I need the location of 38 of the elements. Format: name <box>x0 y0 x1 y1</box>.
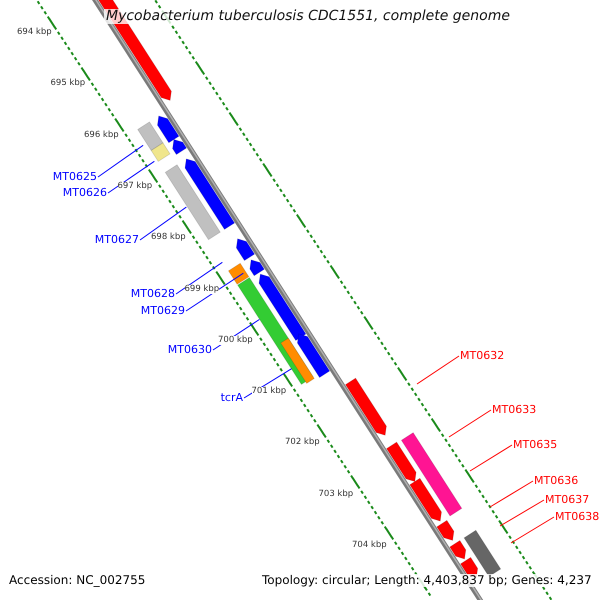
scale-label: 701 kbp <box>252 387 286 396</box>
leader-line <box>510 516 554 544</box>
title: Mycobacterium tuberculosis CDC1551, complete genome <box>104 9 512 24</box>
gene-label: MT0635 <box>513 438 558 452</box>
scale-label: 695 kbp <box>50 79 86 89</box>
gene-label: MT0625 <box>52 170 97 184</box>
leader-line <box>490 480 534 508</box>
leader-line <box>140 206 187 240</box>
footer-text: Accession: NC_002755 <box>9 574 146 588</box>
footer-text: Topology: circular; Length: 4,403,837 bp; Genes: 4,237 <box>262 574 592 588</box>
gene-label: MT0632 <box>460 350 504 362</box>
gene-label: MT0628 <box>130 288 175 300</box>
leader-line <box>186 272 244 312</box>
leader-line <box>416 356 460 384</box>
leader-line <box>176 262 223 294</box>
scale-label: 694 kbp <box>17 28 52 38</box>
gene-label: MT0630 <box>168 344 212 356</box>
leader-line <box>500 500 544 526</box>
leader-line <box>448 410 492 438</box>
leader-line <box>470 444 512 472</box>
gene-label: MT0633 <box>492 404 536 416</box>
gene-label: MT0638 <box>555 510 600 524</box>
gene-label: MT0637 <box>545 494 590 506</box>
scale-label: 699 kbp <box>184 284 220 294</box>
scale-label: 700 kbp <box>218 336 253 346</box>
gene-label: MT0627 <box>94 234 139 246</box>
gene-label: MT0626 <box>62 186 107 200</box>
scale-label: 698 kbp <box>151 233 186 243</box>
scale-label: 697 kbp <box>118 182 152 192</box>
gene-label: tcrA <box>220 392 243 404</box>
gene-label: MT0629 <box>140 304 185 318</box>
scale-label: 696 kbp <box>84 130 119 140</box>
gene-label: MT0636 <box>534 474 578 488</box>
scale-label: 704 kbp <box>352 541 387 550</box>
leader-line <box>98 144 144 178</box>
scale-label: 703 kbp <box>318 490 354 500</box>
leader-line <box>108 160 155 194</box>
scale-label: 702 kbp <box>285 438 320 448</box>
